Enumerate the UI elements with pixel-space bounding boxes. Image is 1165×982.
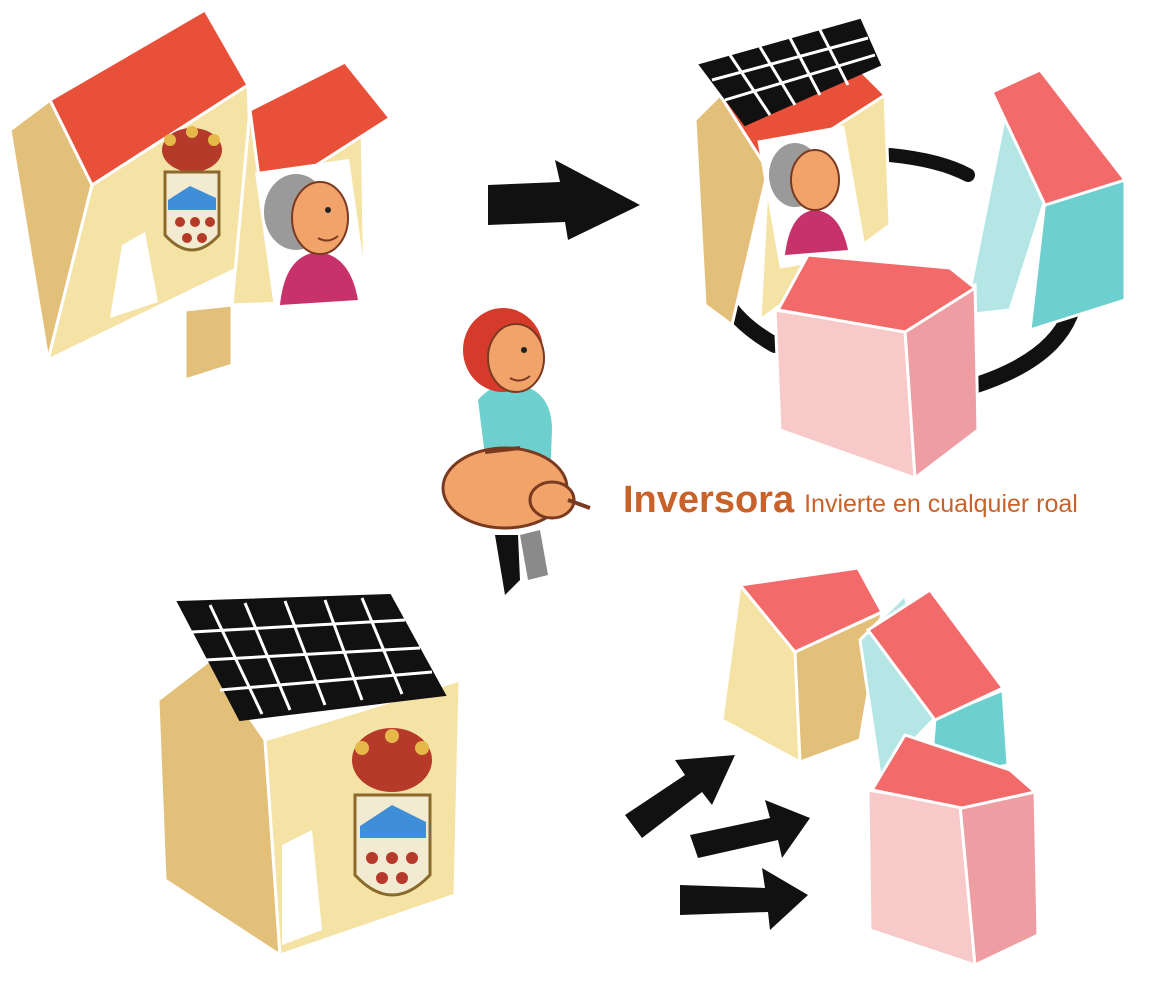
person-with-piggy-bank-icon: [441, 308, 591, 595]
arrow-right-icon: [680, 868, 808, 930]
investor-title: Inversora: [623, 479, 795, 521]
neighbor-house-teal: [963, 65, 1128, 333]
neighbor-house-pink: [773, 253, 980, 481]
neighbor-house-cream: [720, 566, 885, 765]
house-with-person-icon: [183, 60, 393, 383]
house-with-person-icon: [693, 18, 892, 328]
investor-description: Invierte en cualquier roal: [804, 490, 1078, 518]
distribution-arrows: [625, 755, 810, 930]
neighbor-houses-group: [720, 566, 1040, 968]
neighbor-house-pink: [866, 733, 1040, 968]
house-with-crest-icon: [8, 7, 257, 363]
coat-of-arms-icon: [352, 728, 432, 897]
investor-caption: Inversora Invierte en cualquier roal: [623, 479, 1078, 522]
top-left-houses: [8, 7, 393, 383]
neighbor-house-teal: [858, 587, 1010, 782]
arrow-right-icon: [690, 800, 810, 858]
municipal-building-with-solar: [156, 593, 462, 958]
arrow-right-icon: [488, 160, 640, 240]
coat-of-arms-icon: [162, 126, 222, 252]
solar-panel-icon: [698, 18, 882, 127]
solar-panel-icon: [176, 593, 447, 722]
top-right-community: [693, 18, 1128, 481]
arrow-right-icon: [625, 755, 735, 838]
